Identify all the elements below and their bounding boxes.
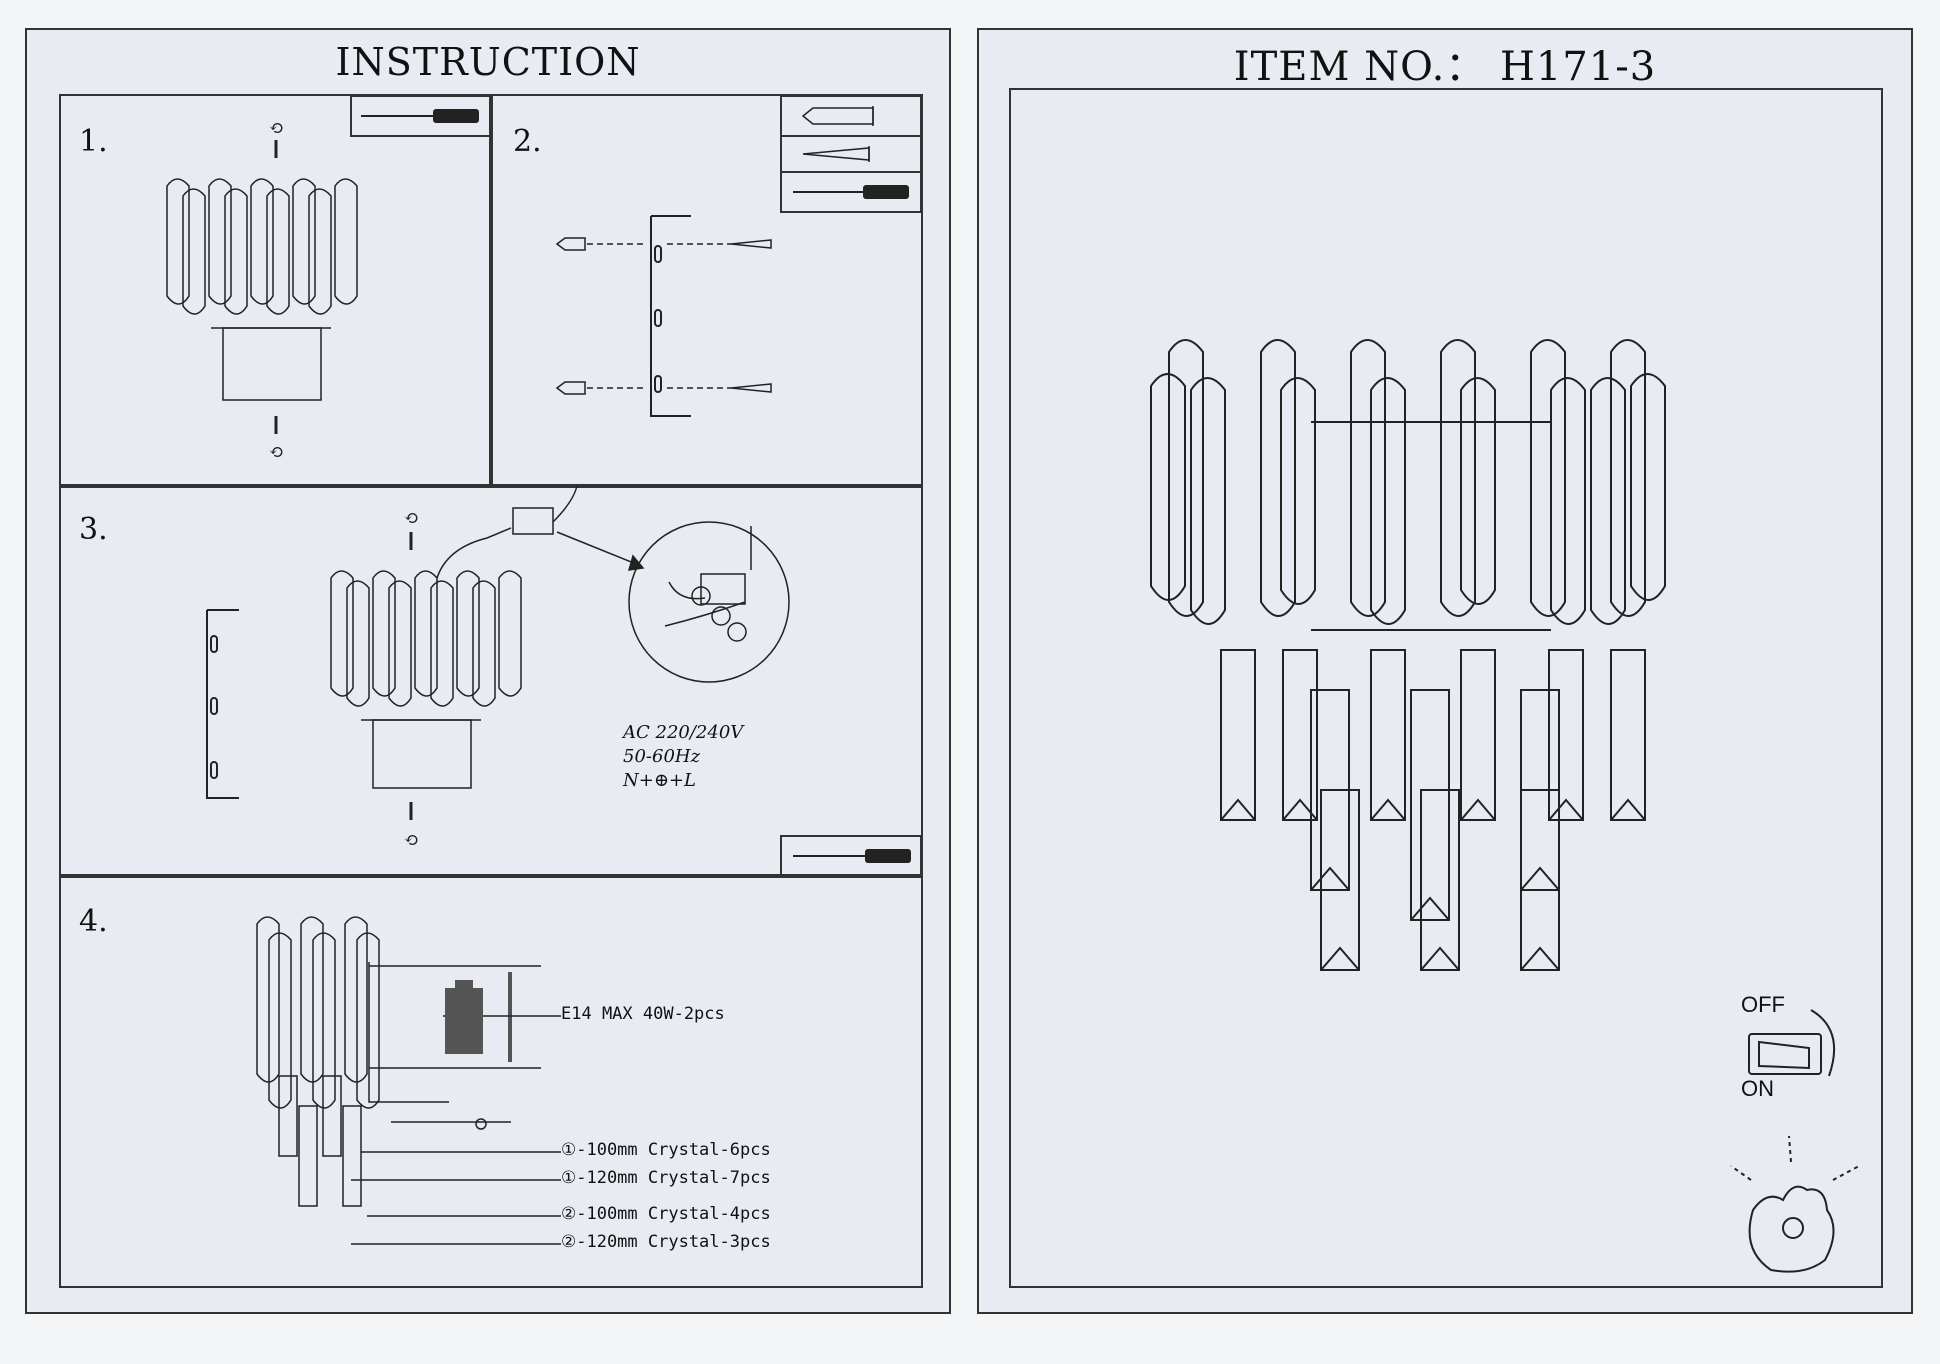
bulb-icon <box>445 988 483 1054</box>
step-3-panel: 3. ⟲ <box>59 484 923 878</box>
step-1-drawing: ⟲ ⟲ <box>166 95 492 463</box>
bulb-spec-label: E14 MAX 40W-2pcs <box>561 1004 725 1024</box>
switch-off-label: OFF <box>1741 992 1785 1017</box>
frequency-label: 50-60Hz <box>623 746 701 767</box>
step-4-drawing <box>256 916 561 1245</box>
instruction-title: INSTRUCTION <box>335 40 641 84</box>
step-3-number: 3. <box>79 512 108 547</box>
screwdriver-icon <box>793 849 911 863</box>
step-2-panel: 2. <box>489 94 923 488</box>
step-4-number: 4. <box>79 904 108 939</box>
screw-icon <box>802 146 870 162</box>
step-1-number: 1. <box>79 124 108 159</box>
step-4-panel: 4. <box>59 874 923 1288</box>
voltage-label: AC 220/240V <box>623 722 744 743</box>
switch-on-label: ON <box>1741 1076 1774 1101</box>
wall-lamp-drawing <box>1150 339 1860 1273</box>
instruction-sheet: INSTRUCTION 1. ⟲ <box>25 28 951 1314</box>
wall-plug-icon <box>801 106 874 126</box>
svg-text:⟲: ⟲ <box>403 508 418 529</box>
parts-list-item: ①-120mm Crystal-7pcs <box>561 1168 771 1188</box>
parts-list-item: ②-100mm Crystal-4pcs <box>561 1204 771 1224</box>
wiring-label: N+⊕+L <box>623 770 696 791</box>
rocker-switch-icon <box>1748 1009 1836 1077</box>
screwdriver-icon <box>793 185 909 199</box>
svg-text:⟲: ⟲ <box>268 442 283 463</box>
step-1-panel: 1. ⟲ <box>59 94 493 488</box>
parts-list-item: ①-100mm Crystal-6pcs <box>561 1140 771 1160</box>
item-drawing-frame: OFF ON <box>1009 88 1883 1288</box>
step-2-drawing <box>555 95 922 417</box>
step-3-drawing: ⟲ <box>206 485 922 877</box>
parts-list-item: ②-120mm Crystal-3pcs <box>561 1232 771 1252</box>
screwdriver-icon <box>361 109 479 123</box>
ok-hand-icon <box>1730 1135 1860 1273</box>
svg-text:⟲: ⟲ <box>268 118 283 139</box>
item-sheet: ITEM NO.： H171-3 <box>977 28 1913 1314</box>
svg-text:⟲: ⟲ <box>403 830 418 851</box>
step-2-number: 2. <box>513 124 542 159</box>
item-number-title: ITEM NO.： H171-3 <box>1233 44 1657 90</box>
